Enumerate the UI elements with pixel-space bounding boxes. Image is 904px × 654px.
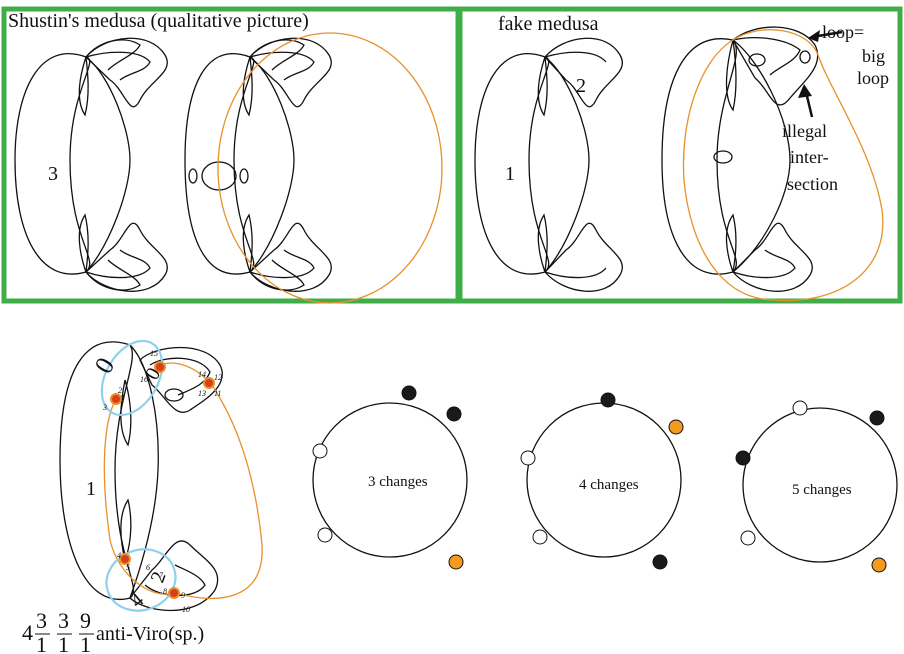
formula-lead: 4 [22, 620, 33, 645]
medusa-left-a [14, 37, 168, 292]
formula-tail: anti-Viro(sp.) [96, 623, 204, 645]
intersection-points [110, 361, 215, 599]
dot-white [312, 443, 328, 459]
formula-num-2: 3 [58, 608, 69, 633]
point-number: 3 [102, 403, 107, 412]
point-number: 9 [181, 591, 185, 600]
dot-black [735, 450, 751, 466]
circle-4-changes: 4 changes [520, 392, 684, 570]
point-number: 1 [121, 393, 125, 402]
region-label-1-bottom: 1 [86, 478, 96, 500]
point-number: 16 [140, 375, 148, 384]
circle-label-5: 5 changes [792, 482, 852, 498]
circle-5-changes: 5 changes [735, 400, 898, 573]
point-number: 13 [198, 389, 206, 398]
point-number: 4 [117, 551, 121, 560]
circle-label-3: 3 changes [368, 474, 428, 490]
point-number: 14 [198, 370, 206, 379]
dot-orange [668, 419, 684, 435]
illegal-arrowhead [798, 84, 812, 98]
circle-3-changes: 3 changes [312, 385, 468, 570]
dot-black [446, 406, 462, 422]
point [168, 587, 180, 599]
dot-orange [448, 554, 464, 570]
dot-white [532, 529, 548, 545]
medusa-bottom [59, 339, 263, 612]
dot-black [401, 385, 417, 401]
dot-black [600, 392, 616, 408]
region-label-3: 3 [48, 163, 58, 185]
point-number: 2 [118, 386, 122, 395]
point-number: 7 [159, 571, 164, 580]
loop-note-2: big [862, 46, 885, 66]
point-number: 6 [146, 563, 150, 572]
right-panel-frame [457, 6, 903, 304]
dot-white [520, 450, 536, 466]
point-numbers: 1 2 3 4 5 6 7 8 9 10 11 12 13 14 15 16 [102, 349, 222, 614]
illegal-note-1: illegal [782, 121, 827, 141]
formula-den-3: 1 [80, 632, 91, 654]
point-number: 12 [214, 373, 222, 382]
formula-num-1: 3 [36, 608, 47, 633]
formula-den-2: 1 [58, 632, 69, 654]
point [154, 361, 166, 373]
dot-black [869, 410, 885, 426]
fake-medusa-b [661, 26, 884, 302]
fake-medusa-a [474, 37, 623, 292]
formula: 4 3 1 3 1 9 1 anti-Viro(sp.) [22, 608, 204, 654]
loop-note-3: loop [857, 68, 889, 88]
dot-white [740, 530, 756, 546]
point-number: 10 [182, 605, 190, 614]
point-number: 15 [150, 349, 158, 358]
loop-note-1: loop= [822, 22, 864, 42]
region-label-2: 2 [576, 75, 586, 97]
point-number: 5 [126, 563, 130, 572]
point-number: 8 [163, 587, 167, 596]
region-label-1-fake: 1 [505, 163, 515, 185]
dot-orange [871, 557, 887, 573]
dot-black [652, 554, 668, 570]
illegal-note-2: inter- [790, 147, 829, 167]
left-panel-frame [1, 6, 461, 304]
point [119, 553, 131, 565]
point [110, 393, 122, 405]
left-panel-title: Shustin's medusa (qualitative picture) [8, 10, 309, 32]
point-number: 11 [214, 389, 221, 398]
formula-num-3: 9 [80, 608, 91, 633]
right-panel-title: fake medusa [498, 13, 599, 35]
illegal-note-3: section [787, 174, 838, 194]
point [203, 377, 215, 389]
circle-label-4: 4 changes [579, 477, 639, 493]
dot-white [317, 527, 333, 543]
loop-arrowhead [808, 30, 820, 42]
medusa-left-b [184, 32, 443, 304]
dot-white [792, 400, 808, 416]
formula-den-1: 1 [36, 632, 47, 654]
